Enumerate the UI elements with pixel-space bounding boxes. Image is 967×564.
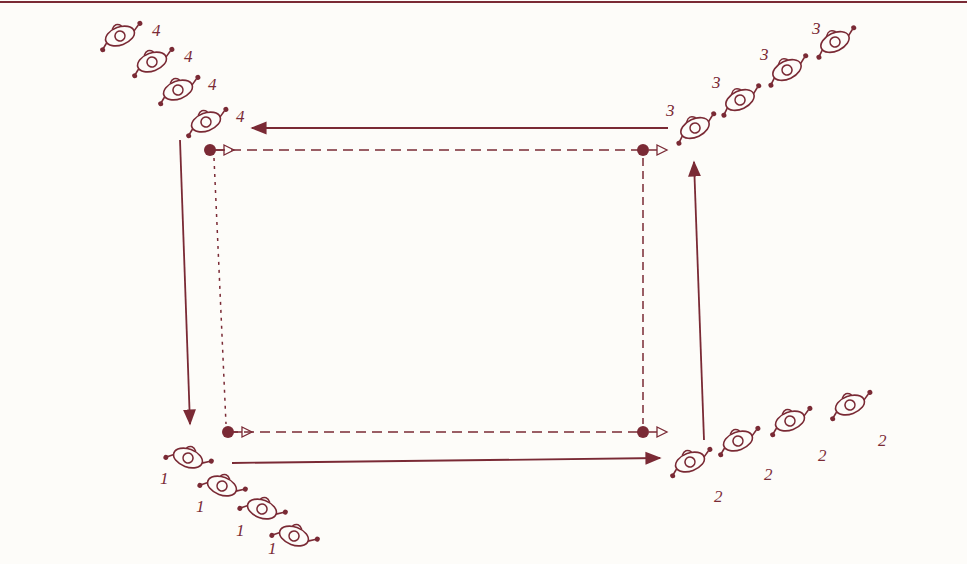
player-number: 2 <box>818 447 827 464</box>
player-number: 3 <box>666 102 675 119</box>
player-number: 2 <box>878 432 887 449</box>
player-figure <box>152 70 205 107</box>
player-figure <box>664 442 717 479</box>
movement-arrows <box>180 128 704 463</box>
cone-square <box>214 150 643 432</box>
player-figure <box>764 401 817 438</box>
player-number: 4 <box>208 76 217 93</box>
player-figure <box>237 490 290 527</box>
player-figure <box>163 439 216 476</box>
player-number: 1 <box>268 540 277 557</box>
player-number: 2 <box>764 466 773 483</box>
cone <box>222 426 252 438</box>
player-figure <box>824 385 877 422</box>
player-figure <box>197 467 250 504</box>
cone <box>637 144 667 156</box>
player-figure <box>269 517 322 554</box>
player-number: 1 <box>196 498 205 515</box>
cone <box>204 144 234 156</box>
player-number: 3 <box>760 46 769 63</box>
player-number: 1 <box>236 522 245 539</box>
cone <box>637 426 667 438</box>
cones <box>204 144 667 438</box>
player-figure <box>180 102 233 139</box>
top-rule <box>0 1 967 3</box>
player-figure <box>761 48 814 88</box>
player-figure <box>714 78 767 118</box>
player-number: 3 <box>812 20 821 37</box>
player-figure <box>809 20 862 60</box>
player-figure <box>126 42 179 79</box>
players <box>94 16 877 554</box>
player-number: 2 <box>714 488 723 505</box>
player-figure <box>94 16 147 53</box>
player-figure <box>669 106 722 146</box>
player-number: 1 <box>160 470 169 487</box>
player-number: 4 <box>236 108 245 125</box>
player-number: 4 <box>184 48 193 65</box>
player-number: 3 <box>712 74 721 91</box>
player-figure <box>712 421 765 458</box>
player-number: 4 <box>152 22 161 39</box>
